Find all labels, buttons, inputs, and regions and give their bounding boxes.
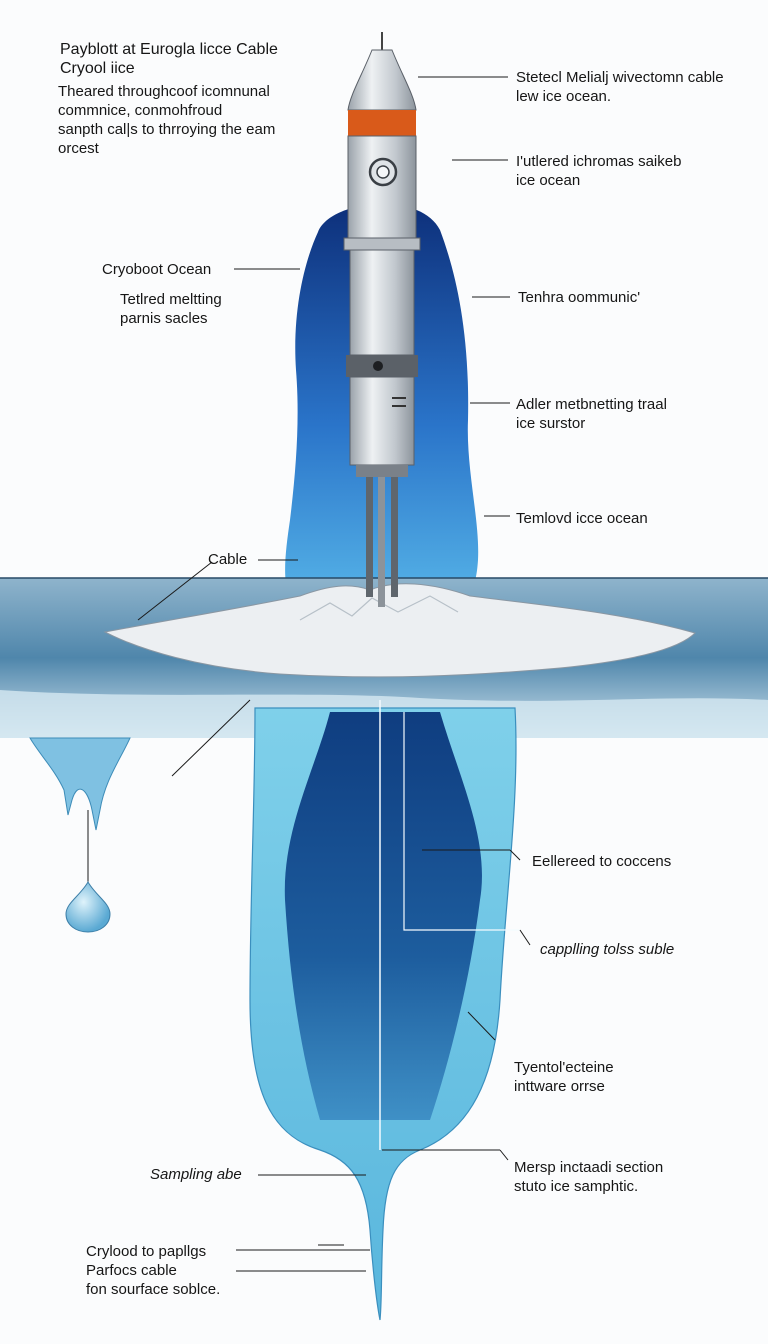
- label-right-2-line-2: ice ocean: [516, 172, 581, 189]
- intro-line-3: sanpth cal|s to thrroying the eam: [58, 121, 276, 138]
- label-right-9: Mersp inctaadi section stuto ice samphti…: [514, 1158, 663, 1196]
- label-right-2-line-1: I'utlered ichromas saikeb: [516, 153, 682, 170]
- label-cable: Cable: [208, 551, 248, 568]
- intro-line-1: Theared throughcoof icomnunal: [58, 83, 270, 100]
- label-right-9-line-1: Mersp inctaadi section: [514, 1159, 664, 1176]
- label-right-6: Eellereed to coccens: [532, 853, 672, 870]
- label-cryoboot-ocean: Cryoboot Ocean: [102, 261, 212, 278]
- label-right-1: Stetecl Melialj wivectomn cable lew ice …: [516, 68, 724, 106]
- label-tethered-line-2: parnis sacles: [120, 310, 208, 327]
- label-right-8: Tyentol'ecteine inttware orrse: [514, 1058, 614, 1096]
- label-right-7: capplling tolss suble: [540, 941, 675, 958]
- label-right-3: Tenhra oommunic': [518, 289, 641, 306]
- label-right-8-line-2: inttware orrse: [514, 1078, 605, 1095]
- label-right-2: I'utlered ichromas saikeb ice ocean: [516, 152, 681, 190]
- label-right-4-line-2: ice surstor: [516, 415, 586, 432]
- intro-line-2: commnice, conmohfroud: [58, 102, 223, 119]
- diagram-title: Payblott at Eurogla licce Cable Cryool i…: [60, 40, 278, 78]
- label-right-1-line-1: Stetecl Melialj wivectomn cable: [516, 69, 724, 86]
- intro-text: Theared throughcoof icomnunal commnice, …: [58, 82, 275, 158]
- label-right-5: Temlovd icce ocean: [516, 510, 648, 527]
- title-line-2: Cryool iice: [60, 60, 135, 77]
- title-line-1: Payblott at Eurogla licce Cable: [60, 41, 278, 58]
- label-bottom-notes: Crylood to papllgs Parfocs cable fon sou…: [86, 1242, 220, 1299]
- label-bottom-line-1: Crylood to papllgs: [86, 1243, 207, 1260]
- label-right-4: Adler metbnetting traal ice surstor: [516, 395, 667, 433]
- label-tethered-melting: Tetlred meltting parnis sacles: [120, 290, 222, 328]
- ice-surface-slab: [103, 583, 696, 678]
- cryobot-probe: [343, 32, 421, 607]
- label-bottom-line-2: Parfocs cable: [86, 1262, 177, 1279]
- label-bottom-line-3: fon sourface soblce.: [86, 1281, 221, 1298]
- label-right-8-line-1: Tyentol'ecteine: [514, 1059, 614, 1076]
- ice-drip: [29, 737, 131, 831]
- label-right-9-line-2: stuto ice samphtic.: [514, 1178, 639, 1195]
- label-sampling: Sampling abe: [150, 1166, 242, 1183]
- water-droplet: [65, 880, 111, 933]
- intro-line-4: orcest: [58, 140, 99, 157]
- label-right-1-line-2: lew ice ocean.: [516, 88, 612, 105]
- leader-lines: [137, 76, 531, 1272]
- label-tethered-line-1: Tetlred meltting: [120, 291, 222, 308]
- label-right-4-line-1: Adler metbnetting traal: [516, 396, 667, 413]
